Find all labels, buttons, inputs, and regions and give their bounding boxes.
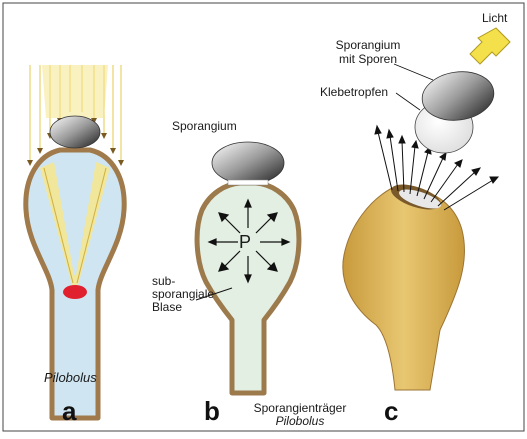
sporangium-b-label: Sporangium xyxy=(172,119,237,133)
klebetropfen-label: Klebetropfen xyxy=(320,85,388,99)
photoreceptor-spot xyxy=(63,285,87,299)
panel-letter-c: c xyxy=(384,396,398,427)
mit-sporen-label: mit Sporen xyxy=(325,52,411,66)
caption: Sporangienträger Pilobolus xyxy=(240,402,360,428)
pilobolus-a-label: Pilobolus xyxy=(44,371,97,385)
panel-letter-a: a xyxy=(62,396,76,427)
licht-label: Licht xyxy=(482,11,507,25)
light-band-a xyxy=(42,65,108,118)
panel-letter-b: b xyxy=(204,396,220,427)
sporangium-c-label: Sporangium xyxy=(325,38,411,52)
pressure-label: P xyxy=(239,232,251,252)
sporangium-mit-sporen-label: Sporangium mit Sporen xyxy=(325,38,411,66)
subsporangiale-blase-label: sub- sporangiale Blase xyxy=(152,275,214,314)
blase-label: Blase xyxy=(152,301,214,314)
sporangium-b xyxy=(212,142,284,184)
caption-line2: Pilobolus xyxy=(240,415,360,428)
sporangium-a xyxy=(50,116,100,148)
